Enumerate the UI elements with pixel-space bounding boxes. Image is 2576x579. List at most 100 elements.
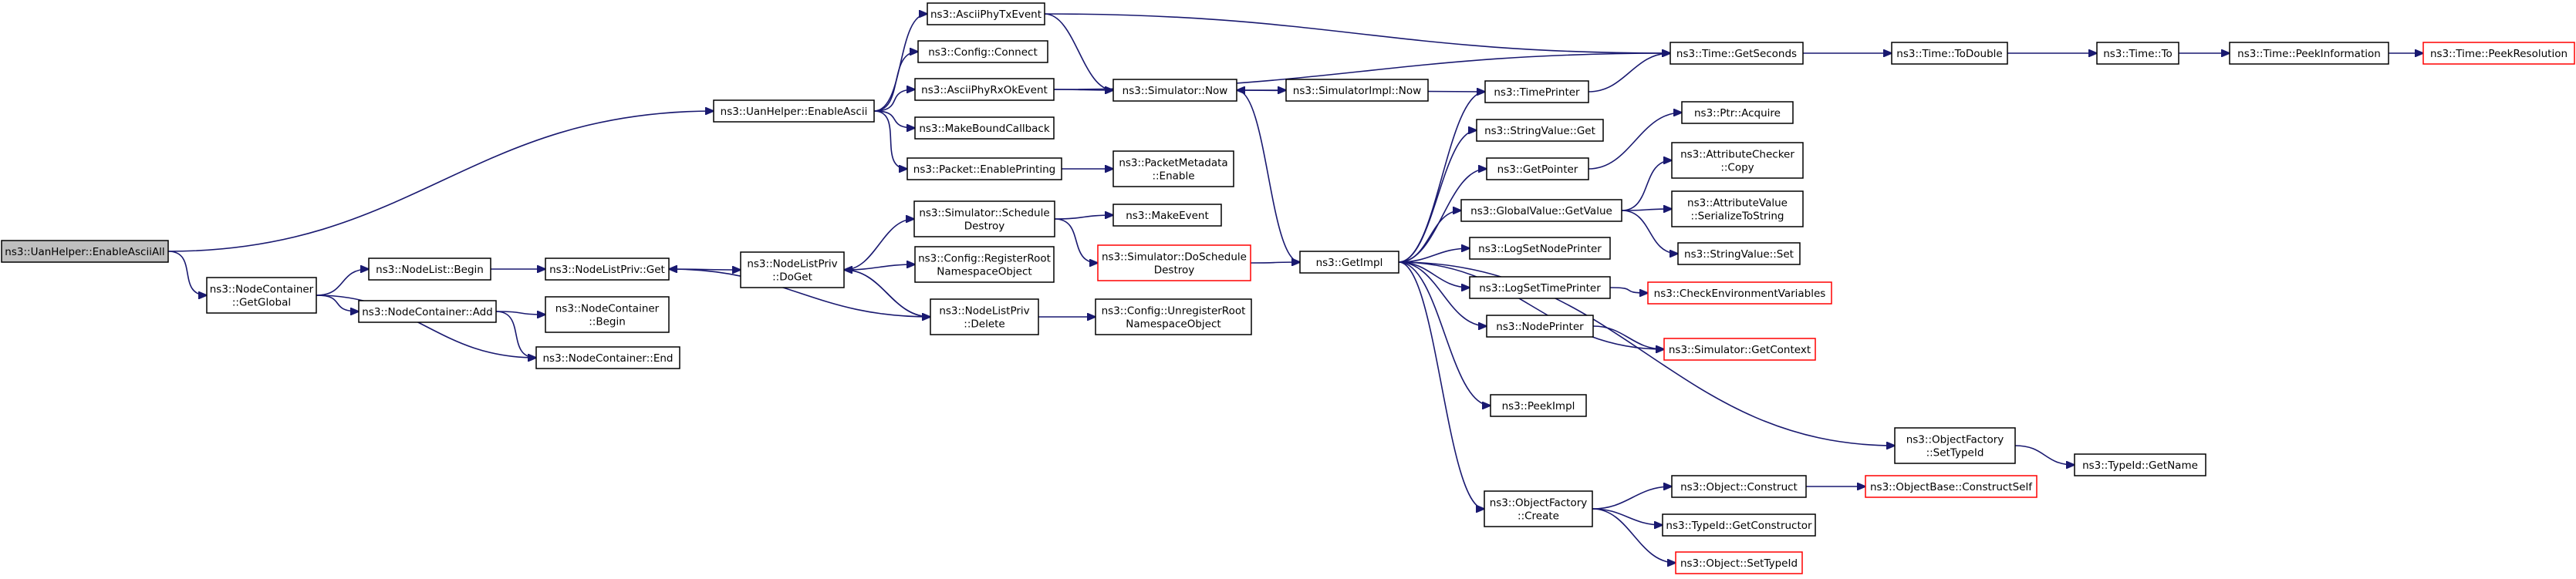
graph-node-pktEnable[interactable]: ns3::Packet::EnablePrinting [906,157,1062,180]
edge-objFactSetTypeId-to-typeIdGetName [2014,445,2075,465]
node-label: ns3::Simulator::Schedule [919,207,1049,220]
graph-node-simGetContext[interactable]: ns3::Simulator::GetContext [1663,338,1816,361]
graph-node-globalGetValue[interactable]: ns3::GlobalValue::GetValue [1460,199,1622,222]
graph-node-stringValueGet[interactable]: ns3::StringValue::Get [1476,119,1604,142]
edge-asciiRx-to-simNow [1053,89,1113,90]
graph-node-uanEnableAscii[interactable]: ns3::UanHelper::EnableAscii [713,99,875,123]
node-box [2074,453,2206,476]
graph-node-nodeListBegin[interactable]: ns3::NodeList::Begin [368,258,491,281]
node-box [1097,244,1251,281]
node-box [1891,42,2008,65]
graph-node-peekImpl[interactable]: ns3::PeekImpl [1490,394,1587,417]
node-box [206,277,317,314]
node-box [1663,338,1816,361]
node-label: ns3::SimulatorImpl::Now [1293,85,1421,97]
edge-getImpl-to-timePrinter [1398,92,1485,263]
graph-node-nodeListPrivGet[interactable]: ns3::NodeListPriv::Get [545,258,670,281]
graph-node-timeToDouble[interactable]: ns3::Time::ToDouble [1891,42,2008,65]
edge-getImpl-to-objFactSetTypeId [1398,261,1895,446]
graph-node-stringValueSet[interactable]: ns3::StringValue::Set [1677,242,1801,265]
node-box [358,300,497,323]
graph-node-timePeekInfo[interactable]: ns3::Time::PeekInformation [2229,42,2389,65]
edge-nodeListPrivDoGet-to-cfgRegisterRoot [843,264,915,271]
graph-node-typeIdGetName[interactable]: ns3::TypeId::GetName [2074,453,2206,476]
graph-node-objFactSetTypeId[interactable]: ns3::ObjectFactory::SetTypeId [1894,427,2016,464]
graph-node-nodePrinter[interactable]: ns3::NodePrinter [1486,315,1594,338]
graph-node-nodeListPrivDelete[interactable]: ns3::NodeListPriv::Delete [930,298,1039,335]
graph-node-simImplNow[interactable]: ns3::SimulatorImpl::Now [1285,79,1429,102]
node-label: Destroy [964,220,1005,233]
node-label: ns3::NodeListPriv [747,258,837,271]
node-label: ns3::NodeContainer [210,284,314,296]
graph-node-timePrinter[interactable]: ns3::TimePrinter [1484,80,1589,103]
graph-node-ptrAcquire[interactable]: ns3::Ptr::Acquire [1681,101,1794,124]
node-box [1490,394,1587,417]
edge-nodeListPrivDelete-to-nodeListPrivDoGet [844,270,931,318]
edge-uanEnableAscii-to-asciiTx [873,14,927,112]
graph-node-makeEvent[interactable]: ns3::MakeEvent [1112,204,1222,227]
node-label: ns3::AttributeValue [1687,197,1788,210]
graph-node-ncBegin[interactable]: ns3::NodeContainer::Begin [545,296,670,333]
node-label: ns3::TypeId::GetConstructor [1666,520,1812,532]
node-box [914,246,1055,283]
edge-objFactCreate-to-objSetTypeId [1592,508,1676,563]
graph-node-nodeListPrivDoGet[interactable]: ns3::NodeListPriv::DoGet [740,251,845,288]
graph-node-logSetTime[interactable]: ns3::LogSetTimePrinter [1469,276,1611,299]
edge-globalGetValue-to-attrCheckerCopy [1621,160,1672,211]
graph-node-logSetNode[interactable]: ns3::LogSetNodePrinter [1469,237,1611,260]
node-label: ns3::GetPointer [1497,163,1578,176]
graph-node-cfgConnect[interactable]: ns3::Config::Connect [917,40,1048,63]
node-box [1469,276,1611,299]
node-label: ns3::ObjectFactory [1490,497,1588,510]
graph-node-cfgUnregisterRoot[interactable]: ns3::Config::UnregisterRootNamespaceObje… [1095,298,1252,335]
graph-node-root[interactable]: ns3::UanHelper::EnableAsciiAll [1,240,169,263]
edge-ncGetGlobal-to-ncAdd [316,295,359,311]
node-box [1095,298,1252,335]
node-label: ns3::AttributeChecker [1680,149,1794,161]
node-label: ns3::Ptr::Acquire [1694,107,1781,120]
graph-node-timeTo[interactable]: ns3::Time::To [2096,42,2179,65]
graph-node-objBaseConstructSelf[interactable]: ns3::ObjectBase::ConstructSelf [1865,475,2038,498]
graph-node-checkEnv[interactable]: ns3::CheckEnvironmentVariables [1647,281,1832,305]
graph-node-objConstruct[interactable]: ns3::Object::Construct [1671,475,1807,498]
node-label: Destroy [1154,264,1195,277]
node-box [1677,242,1801,265]
graph-node-ncEnd[interactable]: ns3::NodeContainer::End [535,346,680,369]
graph-node-objFactCreate[interactable]: ns3::ObjectFactory::Create [1484,490,1593,527]
edge-root-to-ncGetGlobal [167,251,207,295]
edge-uanEnableAscii-to-makeBound [873,110,915,128]
node-label: ns3::NodeListPriv::Get [549,264,665,276]
graph-node-simNow[interactable]: ns3::Simulator::Now [1112,79,1237,102]
node-box [1647,281,1832,305]
graph-node-ncAdd[interactable]: ns3::NodeContainer::Add [358,300,497,323]
graph-node-objSetTypeId[interactable]: ns3::Object::SetTypeId [1675,551,1803,574]
edge-ncGetGlobal-to-nodeListBegin [316,269,369,296]
graph-node-getPointer[interactable]: ns3::GetPointer [1486,157,1589,180]
graph-node-makeBound[interactable]: ns3::MakeBoundCallback [914,116,1055,140]
node-label: ns3::Config::RegisterRoot [918,253,1051,265]
graph-node-getImpl[interactable]: ns3::GetImpl [1299,251,1399,274]
node-label: ::Delete [964,318,1004,331]
node-label: ns3::NodeContainer [555,303,660,315]
graph-node-ncGetGlobal[interactable]: ns3::NodeContainer::GetGlobal [206,277,317,314]
edge-getImpl-to-globalGetValue [1398,210,1461,263]
node-label: ::Copy [1720,162,1754,174]
graph-node-attrCheckerCopy[interactable]: ns3::AttributeChecker::Copy [1671,142,1804,179]
node-box [927,2,1045,25]
graph-node-pktMeta[interactable]: ns3::PacketMetadata::Enable [1112,150,1234,187]
graph-node-timeGetSeconds[interactable]: ns3::Time::GetSeconds [1670,42,1804,65]
edge-getImpl-to-objFactCreate [1398,261,1484,509]
node-box [1299,251,1399,274]
graph-node-timePeekRes[interactable]: ns3::Time::PeekResolution [2422,42,2575,65]
graph-node-asciiTx[interactable]: ns3::AsciiPhyTxEvent [927,2,1045,25]
node-label: ns3::MakeEvent [1126,210,1209,222]
graph-node-asciiRx[interactable]: ns3::AsciiPhyRxOkEvent [914,78,1055,101]
graph-node-typeIdGetCtor[interactable]: ns3::TypeId::GetConstructor [1662,513,1816,537]
graph-node-attrValueSer[interactable]: ns3::AttributeValue::SerializeToString [1671,190,1804,227]
node-box [1460,199,1622,222]
